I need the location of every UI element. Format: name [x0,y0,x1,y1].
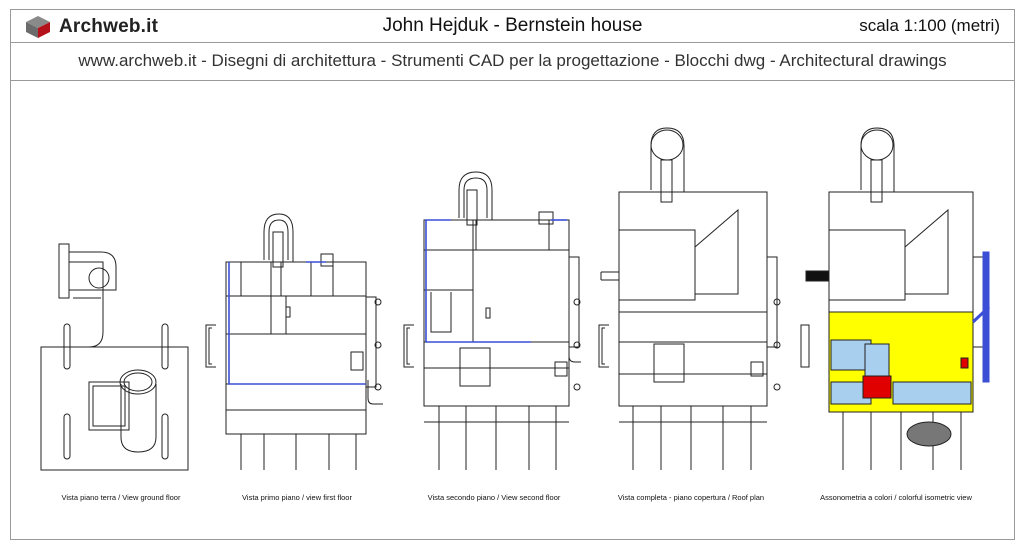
tagline-bar: www.archweb.it - Disegni di architettura… [11,43,1014,81]
caption-second-floor: Vista secondo piano / View second floor [427,493,561,502]
second-floor-plan [403,171,581,470]
archweb-cube-icon [26,16,50,38]
caption-isometric: Assonometria a colori / colorful isometr… [820,493,972,502]
caption-first-floor: Vista primo piano / view first floor [242,493,352,502]
roof-plan [598,127,781,470]
page-title: John Hejduk - Bernstein house [382,15,643,36]
first-floor-highlight [228,261,366,385]
plans-svg [40,127,991,471]
brand-logo[interactable]: Archweb.it [25,15,158,39]
title-block-header: Archweb.it John Hejduk - Bernstein house… [11,10,1014,43]
drawings-area: Vista piano terra / View ground floor Vi… [11,82,1014,540]
ground-floor-plan [40,243,189,471]
isometric-view [800,127,991,470]
site-tagline: www.archweb.it - Disegni di architettura… [78,51,947,70]
second-floor-highlight [425,219,567,343]
brand-name: Archweb.it [59,16,159,37]
caption-ground-floor: Vista piano terra / View ground floor [61,493,181,502]
drawing-scale: scala 1:100 (metri) [859,16,1000,35]
caption-roof-plan: Vista completa - piano copertura / Roof … [617,493,765,502]
first-floor-plan [205,213,383,470]
drawing-sheet: Archweb.it John Hejduk - Bernstein house… [10,9,1015,540]
